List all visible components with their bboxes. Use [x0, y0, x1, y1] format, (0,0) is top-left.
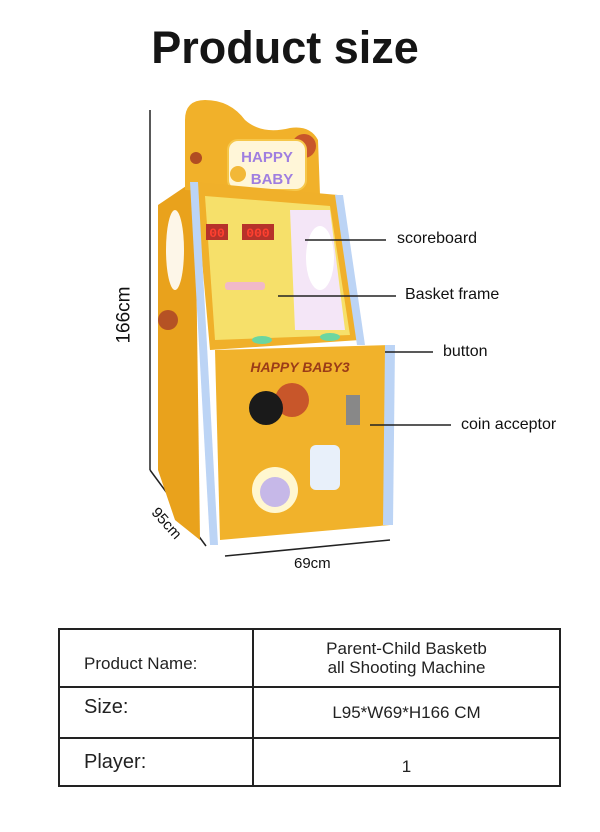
height-label: 166cm: [113, 286, 135, 344]
inner-window: [306, 226, 334, 290]
width-label: 69cm: [294, 555, 331, 572]
score-left: 00: [209, 226, 225, 241]
player-ball: [190, 152, 202, 164]
button-right: [320, 333, 340, 341]
score-right: 000: [246, 226, 270, 241]
page-title: Product size: [151, 22, 419, 73]
svg-text:HAPPY: HAPPY: [241, 149, 293, 166]
width-dimension-line: [224, 539, 391, 557]
product-image: HAPPY BABY 00 000 HAPPY BABY3: [149, 100, 451, 557]
callout-button: button: [443, 343, 488, 360]
callout-coin-acceptor: coin acceptor: [461, 416, 557, 433]
spec-label: Product Name:: [58, 628, 254, 688]
spec-label: Player:: [58, 737, 254, 787]
spec-value-line1: Parent-Child Basketb: [326, 639, 487, 658]
spec-value: L95*W69*H166 CM: [252, 686, 561, 739]
basket-frame: [225, 282, 265, 290]
side-ball: [158, 310, 178, 330]
spec-row-player: Player: 1: [58, 737, 561, 787]
ball-outlet: [260, 477, 290, 507]
spec-row-product-name: Product Name: Parent-Child Basketb all S…: [58, 628, 561, 688]
light-trim-left: [190, 182, 218, 545]
spec-row-size: Size: L95*W69*H166 CM: [58, 686, 561, 739]
callout-basket-frame: Basket frame: [405, 286, 500, 303]
spec-label: Size:: [58, 686, 254, 739]
spec-value-line2: all Shooting Machine: [327, 658, 486, 677]
callout-scoreboard: scoreboard: [397, 230, 478, 247]
svg-text:HAPPY BABY3: HAPPY BABY3: [250, 359, 350, 375]
svg-text:BABY: BABY: [251, 171, 294, 188]
spec-value: 1: [252, 737, 561, 787]
side-window: [166, 210, 184, 290]
topper-small-ball: [230, 166, 246, 182]
light-trim-lower: [383, 345, 395, 525]
front-ball: [275, 383, 309, 417]
scoreboard-right: [242, 224, 274, 240]
speaker: [249, 391, 283, 425]
spec-table: Product Name: Parent-Child Basketb all S…: [58, 628, 561, 787]
light-trim-right: [335, 195, 365, 345]
character-jersey: [310, 445, 340, 490]
spec-value: Parent-Child Basketb all Shooting Machin…: [252, 628, 561, 688]
button-left: [252, 336, 272, 344]
scoreboard-left: [206, 224, 228, 240]
coin-acceptor: [346, 395, 360, 425]
